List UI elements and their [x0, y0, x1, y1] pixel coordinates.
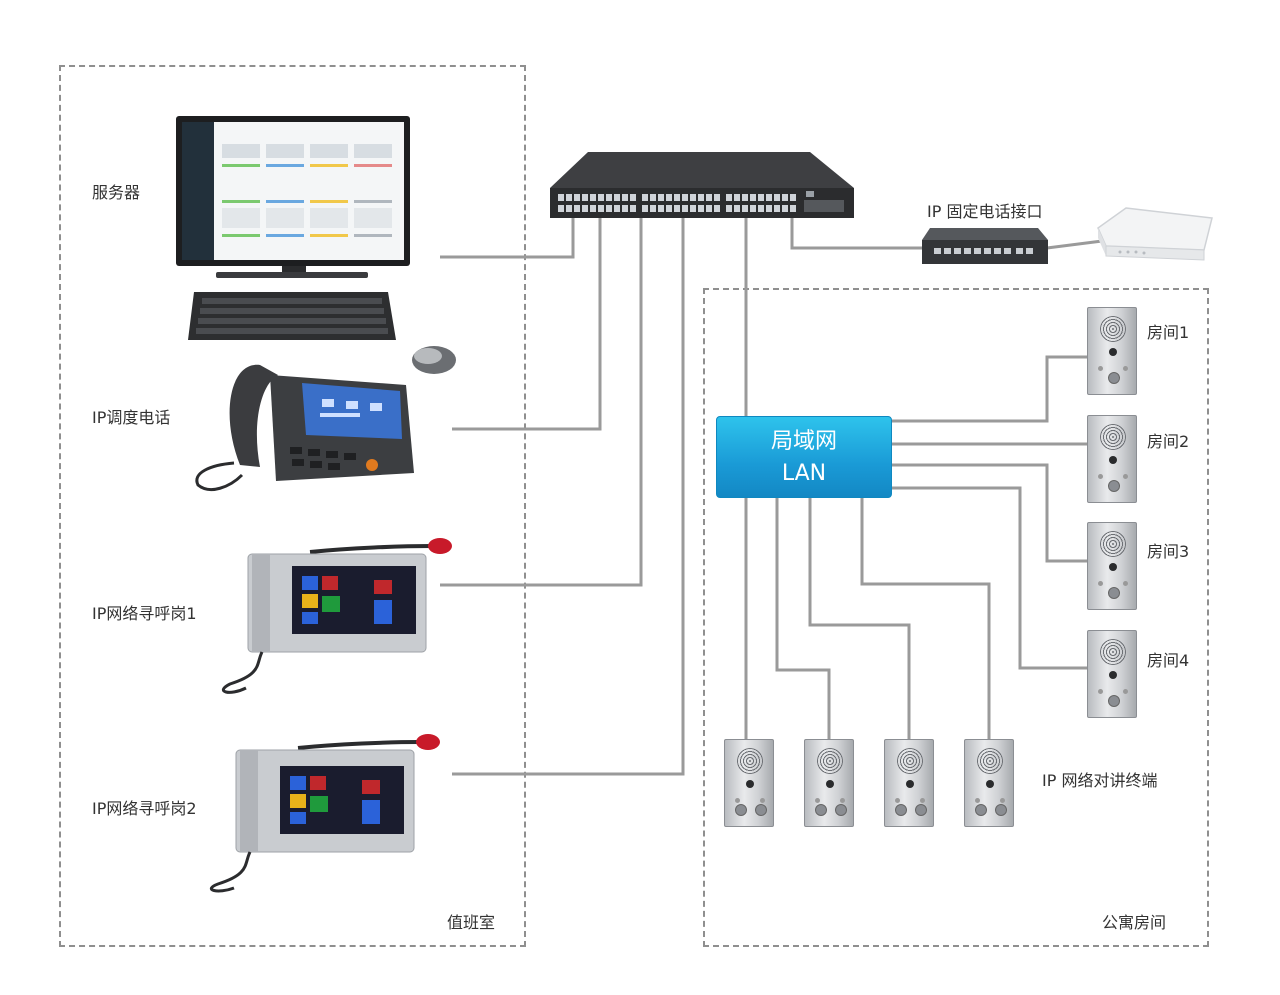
router-icon — [1097, 207, 1213, 261]
duty-room-zone — [59, 65, 526, 947]
apartment-zone — [703, 288, 1209, 947]
room-4-intercom-icon — [1087, 630, 1137, 718]
terminal-2-intercom-icon — [804, 739, 854, 827]
ip-phone-gateway-icon — [922, 228, 1048, 264]
wire-switch-gateway — [790, 218, 922, 250]
terminal-1-intercom-icon — [724, 739, 774, 827]
ip-dispatch-phone-icon — [195, 364, 414, 491]
paging-station-2-icon — [210, 734, 440, 893]
wire-terminal-4 — [860, 498, 991, 740]
wire-room-1 — [892, 355, 1088, 423]
apartment-zone-label: 公寓房间 — [1102, 913, 1167, 932]
paging-station-1-icon — [222, 538, 452, 694]
room-1-intercom-icon — [1087, 307, 1137, 395]
room-2-intercom-icon — [1087, 415, 1137, 503]
lan-subtitle: LAN — [781, 461, 827, 486]
wire-room-4 — [892, 486, 1088, 670]
network-switch-icon — [550, 152, 854, 218]
wire-terminal-2 — [775, 498, 831, 740]
terminal-3-intercom-icon — [884, 739, 934, 827]
terminals-label: IP 网络对讲终端 — [1042, 771, 1158, 790]
wire-terminal-3 — [808, 498, 911, 740]
room-3-label: 房间3 — [1147, 542, 1190, 561]
duty-room-label: 值班室 — [447, 913, 496, 932]
room-1-label: 房间1 — [1147, 323, 1190, 342]
room-3-intercom-icon — [1087, 522, 1137, 610]
room-4-label: 房间4 — [1147, 651, 1190, 670]
paging-2-label: IP网络寻呼岗2 — [92, 799, 197, 818]
wire-room-3 — [892, 463, 1088, 563]
paging-1-label: IP网络寻呼岗1 — [92, 604, 197, 623]
wire-server — [440, 218, 575, 259]
terminal-4-intercom-icon — [964, 739, 1014, 827]
ip-phone-label: IP调度电话 — [92, 408, 171, 427]
wire-ip-phone — [452, 218, 602, 431]
server-label: 服务器 — [92, 183, 141, 202]
room-2-label: 房间2 — [1147, 432, 1190, 451]
lan-title: 局域网 — [770, 429, 837, 454]
lan-hub: 局域网 LAN — [716, 416, 892, 498]
wire-paging-2 — [452, 218, 685, 776]
gateway-label: IP 固定电话接口 — [927, 202, 1043, 221]
wire-paging-1 — [440, 218, 643, 587]
server-computer-icon — [176, 116, 456, 374]
